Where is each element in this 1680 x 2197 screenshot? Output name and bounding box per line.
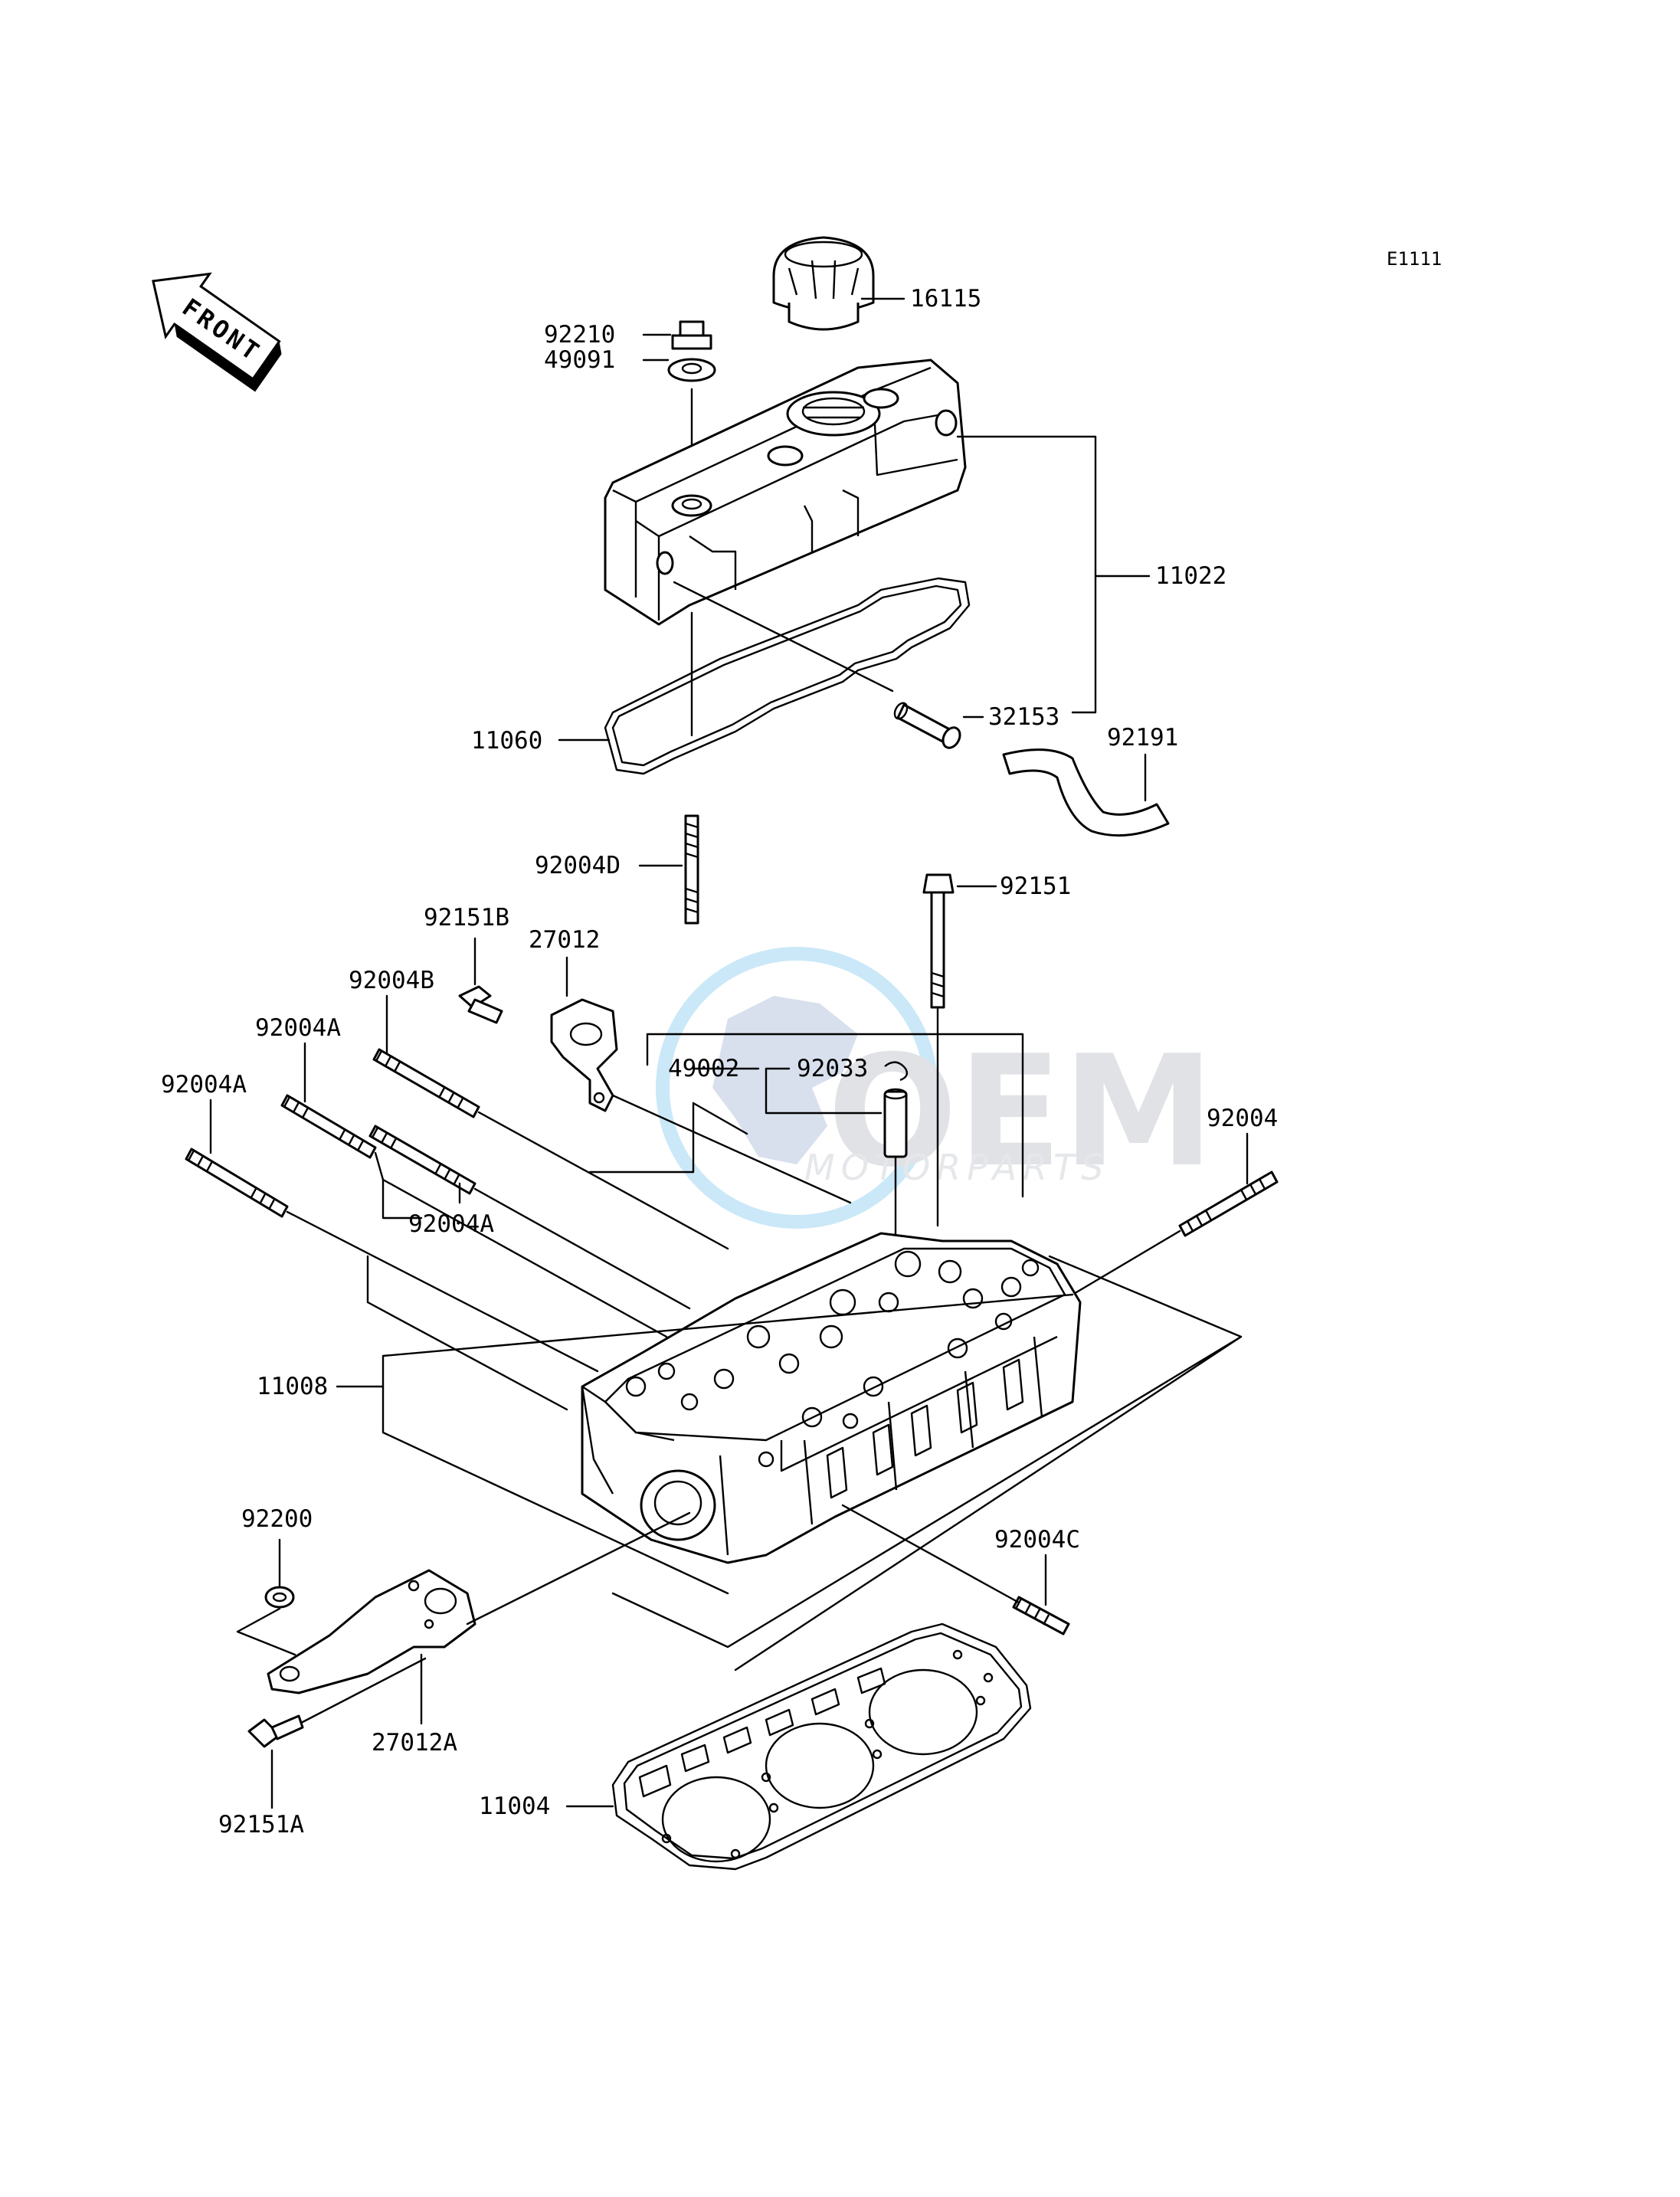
watermark-globe (656, 947, 938, 1229)
label-49091: 49091 (544, 346, 615, 374)
valve-cover (604, 359, 967, 626)
bolt-92151b (458, 985, 503, 1024)
stud-92004a-2 (368, 1125, 476, 1195)
label-27012: 27012 (529, 926, 600, 954)
label-92004d: 92004D (535, 852, 621, 879)
oil-filler-cap (772, 236, 875, 331)
stud-92004a-3 (185, 1148, 289, 1218)
stud-92004c (1012, 1596, 1070, 1635)
label-92191: 92191 (1107, 724, 1178, 751)
label-92210: 92210 (544, 321, 615, 349)
label-92033: 92033 (797, 1055, 868, 1082)
pin-49002 (883, 1088, 908, 1158)
washer-49091 (667, 358, 716, 382)
bolt-92151 (922, 873, 955, 1009)
valve-cover-gasket (604, 577, 971, 775)
clip-92033 (884, 1061, 909, 1082)
nut-92210 (671, 320, 712, 350)
front-arrow-icon: FRONT (152, 272, 282, 392)
bracket-27012 (550, 998, 618, 1112)
label-11022: 11022 (1155, 562, 1226, 590)
bolt-92151a (247, 1714, 304, 1748)
label-92004a-3: 92004A (161, 1071, 247, 1098)
label-92151a: 92151A (218, 1811, 304, 1838)
watermark-sub: MOTORPARTS (804, 1147, 1109, 1188)
stud-92004d (684, 814, 699, 925)
label-11008: 11008 (257, 1373, 328, 1400)
head-gasket (611, 1622, 1032, 1871)
label-92004b: 92004B (349, 967, 434, 994)
oem-watermark: OEM MOTORPARTS (656, 947, 1215, 1229)
diagram-code: E1111 (1387, 248, 1442, 270)
label-49002: 49002 (668, 1055, 739, 1082)
label-16115: 16115 (910, 285, 981, 313)
label-32153: 32153 (988, 703, 1059, 731)
label-92004: 92004 (1207, 1105, 1278, 1132)
breather-hose-92191 (1002, 748, 1170, 837)
dowel-pin-32153 (893, 702, 961, 749)
bracket-27012a (267, 1569, 476, 1694)
label-11060: 11060 (471, 727, 542, 755)
label-92200: 92200 (241, 1505, 313, 1533)
label-92151: 92151 (1000, 873, 1071, 900)
cylinder-head (581, 1232, 1082, 1564)
label-92151b: 92151B (424, 904, 509, 932)
stud-92004 (1178, 1171, 1279, 1237)
label-11004: 11004 (479, 1793, 550, 1820)
label-27012a: 27012A (372, 1729, 457, 1757)
stud-92004a-1 (280, 1094, 377, 1159)
label-92004c: 92004C (994, 1526, 1080, 1554)
watermark-continent (712, 996, 858, 1164)
label-92004a-1: 92004A (255, 1014, 341, 1042)
stud-92004b (372, 1048, 480, 1118)
nut-92200 (264, 1586, 295, 1609)
